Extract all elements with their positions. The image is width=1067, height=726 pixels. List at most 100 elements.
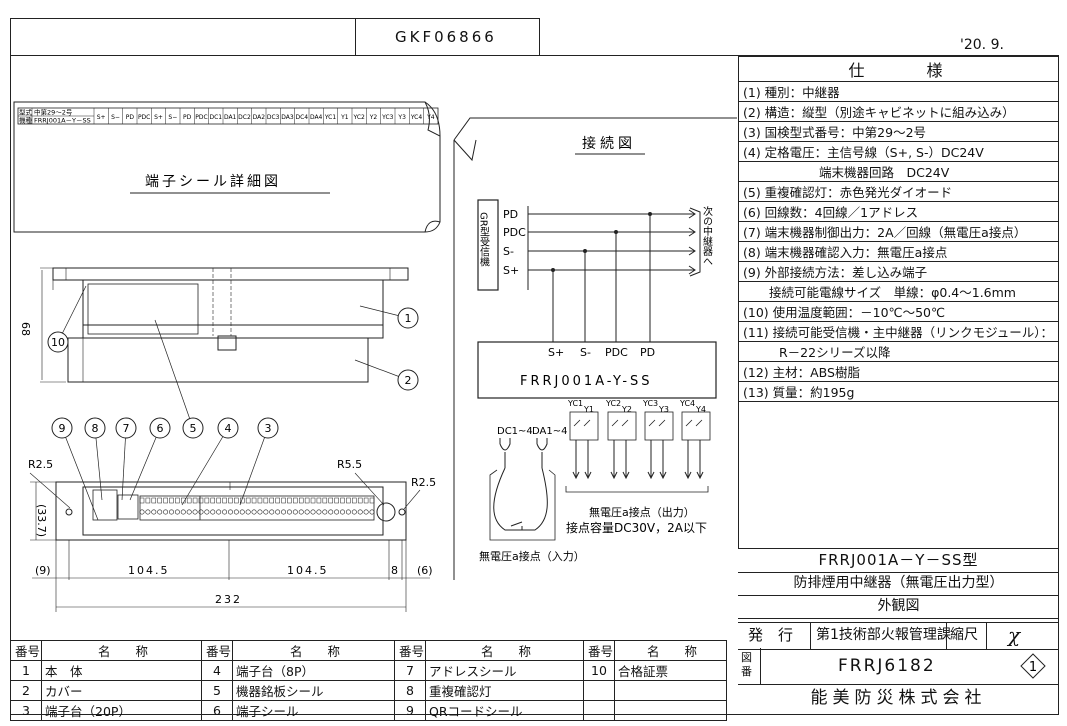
dim-width-9: (9) (35, 564, 51, 577)
view-name: 外観図 (877, 598, 920, 614)
relay-unit-box (477, 341, 717, 399)
dim-width-1045-b: 104.5 (287, 564, 329, 577)
yc-label: YC3 (642, 399, 658, 408)
part-no: 5 (201, 680, 233, 701)
doc-code: GKF06866 (395, 28, 497, 46)
yc-label: YC1 (567, 399, 583, 408)
signal-label: PDC (503, 226, 526, 239)
seal-value-type: FRRJ001A－Y－SS (34, 117, 91, 125)
spec-title: 仕 様 (738, 56, 1059, 82)
callout-number: 4 (225, 422, 232, 435)
seal-cell-label: PDC (195, 114, 207, 121)
callout-number: 1 (405, 312, 412, 325)
dim-width-8: 8 (391, 564, 398, 577)
part-name: 機器銘板シール (232, 680, 395, 701)
callout-circle (47, 331, 69, 353)
callout-circle (182, 417, 204, 439)
seal-value-model: 中第29～2号 (34, 108, 73, 117)
top-view (55, 481, 407, 541)
issue-row: 発 行 第1技術部火報管理課 縮尺 χ (738, 622, 1059, 650)
top-frame (10, 18, 540, 56)
spec-row: (9) 外部接続方法：差し込み端子 (738, 261, 1059, 282)
description-row: 防排煙用中継器（無電圧出力型） (738, 572, 1059, 596)
revision-number: 1 (1029, 660, 1037, 675)
part-name: カバー (41, 680, 202, 701)
seal-cell-label: YC2 (352, 114, 365, 121)
spec-row: (4) 定格電圧：主信号線（S+, S-）DC24V (738, 141, 1059, 162)
callout-number: 6 (157, 422, 164, 435)
io-section (489, 411, 711, 541)
seal-cell-label: YC1 (324, 114, 337, 121)
output-label: 無電圧a接点（出力） (589, 505, 695, 519)
spec-row: (7) 端末機器制御出力：2A／回線（無電圧a接点） (738, 221, 1059, 242)
dim-width-total: 232 (215, 593, 242, 606)
callout-circle (115, 417, 137, 439)
spec-row: (5) 重複確認灯：赤色発光ダイオード (738, 181, 1059, 202)
callout-number: 9 (59, 422, 66, 435)
col-header-no: 番号 (394, 640, 426, 661)
drawing-no: FRRJ6182 (838, 656, 936, 676)
yc-label: YC2 (605, 399, 621, 408)
model-name: FRRJ001A－Y－SS型 (818, 551, 979, 569)
dim-r25-right: R2.5 (411, 476, 436, 489)
spec-row: (8) 端末機器確認入力：無電圧a接点 (738, 241, 1059, 262)
dim-r55: R5.5 (337, 458, 362, 471)
spec-row: (12) 主材：ABS樹脂 (738, 361, 1059, 382)
yc-label: YC4 (679, 399, 695, 408)
seal-detail-title: 端子シール詳細図 (145, 174, 281, 190)
spec-row: 端末機器回路 DC24V (738, 161, 1059, 182)
title-block: FRRJ001A－Y－SS型 防排煙用中継器（無電圧出力型） 外観図 発 行 第… (738, 548, 1059, 716)
part-name: QRコードシール (425, 700, 584, 721)
seal-cell-label: DC4 (296, 114, 309, 121)
department: 第1技術部火報管理課 (816, 627, 951, 643)
dim-width-6: (6) (417, 564, 433, 577)
callout-number: 5 (190, 422, 197, 435)
part-no: 6 (201, 700, 233, 721)
unit-terminal-label: S- (580, 346, 591, 359)
part-no: 2 (10, 680, 42, 701)
part-name: 合格証票 (614, 660, 727, 681)
seal-cell-label: DC2 (238, 114, 251, 121)
seal-sheet (13, 101, 441, 233)
spec-row: (10) 使用温度範囲：－10℃～50℃ (738, 301, 1059, 322)
seal-cell-label: PDC (138, 114, 150, 121)
callout-number: 10 (51, 336, 65, 349)
spec-row: (3) 国検型式番号：中第29～2号 (738, 121, 1059, 142)
view-row: 外観図 (738, 595, 1059, 619)
spec-row: (11) 接続可能受信機・主中継器（リンクモジュール）： (738, 321, 1059, 342)
seal-cell-label: S+ (97, 114, 106, 121)
side-view (40, 267, 409, 383)
col-header-no: 番号 (201, 640, 233, 661)
y-label: Y3 (658, 405, 669, 414)
receiver-box (477, 199, 499, 291)
spec-row: (13) 質量：約195g (738, 381, 1059, 402)
revision-diamond-icon: 1 (1020, 653, 1046, 679)
y-label: Y1 (583, 405, 594, 414)
drawing-no-row: 図番 FRRJ6182 1 (738, 648, 1059, 685)
part-name: 重複確認灯 (425, 680, 584, 701)
col-header-no: 番号 (583, 640, 615, 661)
spec-row: R－22シリーズ以降 (738, 341, 1059, 362)
seal-cell-label: DA1 (224, 114, 237, 121)
dim-height-337: (33.7) (35, 504, 48, 537)
seal-cell-label: DC1 (210, 114, 223, 121)
spec-row: (6) 回線数：4回線／1アドレス (738, 201, 1059, 222)
spec-table: 仕 様 (1) 種別：中継器 (2) 構造：縦型（別途キャビネットに組み込み） … (738, 56, 1059, 402)
issue-label: 発 行 (748, 626, 794, 644)
dim-r25-left: R2.5 (28, 458, 53, 471)
dc-label: DC1~4 (497, 426, 533, 437)
seal-cell-label: Y1 (340, 114, 349, 121)
part-no: 10 (583, 660, 615, 681)
seal-cell-label: S− (168, 114, 177, 121)
part-no: 3 (10, 700, 42, 721)
unit-terminal-label: S+ (548, 346, 564, 359)
col-header-name: 名 称 (425, 640, 584, 661)
seal-cell-label: Y4 (426, 114, 435, 121)
dim-width-1045-a: 104.5 (128, 564, 170, 577)
unit-terminal-label: PDC (605, 346, 628, 359)
callout-circle (397, 307, 419, 329)
